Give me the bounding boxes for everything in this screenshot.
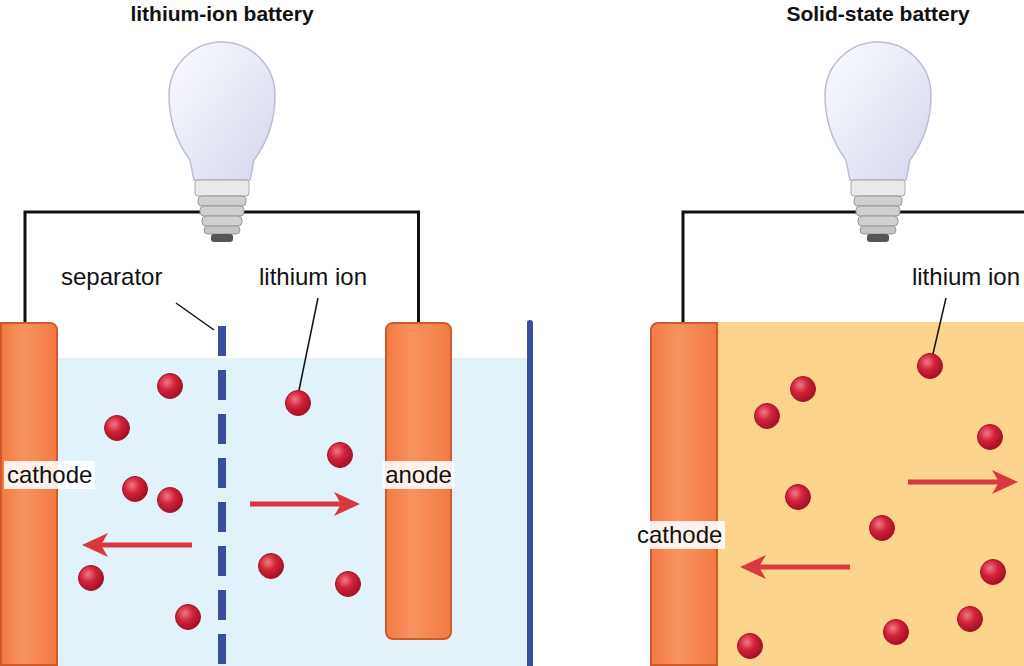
electrode-label: cathode <box>634 521 725 549</box>
electrode-bar: anode <box>385 322 452 640</box>
electrode-label: anode <box>382 461 455 489</box>
wire <box>683 212 1024 322</box>
lithium-ions <box>738 354 1006 659</box>
lithium-ions <box>79 374 361 630</box>
leader-line <box>176 303 214 330</box>
diagram-title: lithium-ion battery <box>130 0 313 28</box>
light-bulb <box>825 42 931 242</box>
leader-line <box>932 298 946 358</box>
separator-line <box>218 326 226 666</box>
electrode-bar: cathode <box>0 322 58 666</box>
part-label: separator <box>59 263 164 291</box>
ion-flow-arrows <box>82 470 1018 579</box>
solid-electrolyte <box>650 322 1024 666</box>
diagram-title: Solid-state battery <box>786 0 969 28</box>
electrode-label: cathode <box>4 461 95 489</box>
part-label: lithium ion <box>910 263 1022 291</box>
electrode-bar: cathode <box>650 322 718 666</box>
container-wall <box>527 323 533 666</box>
leader-line <box>298 298 318 395</box>
light-bulb <box>169 42 275 242</box>
part-label: lithium ion <box>257 263 369 291</box>
